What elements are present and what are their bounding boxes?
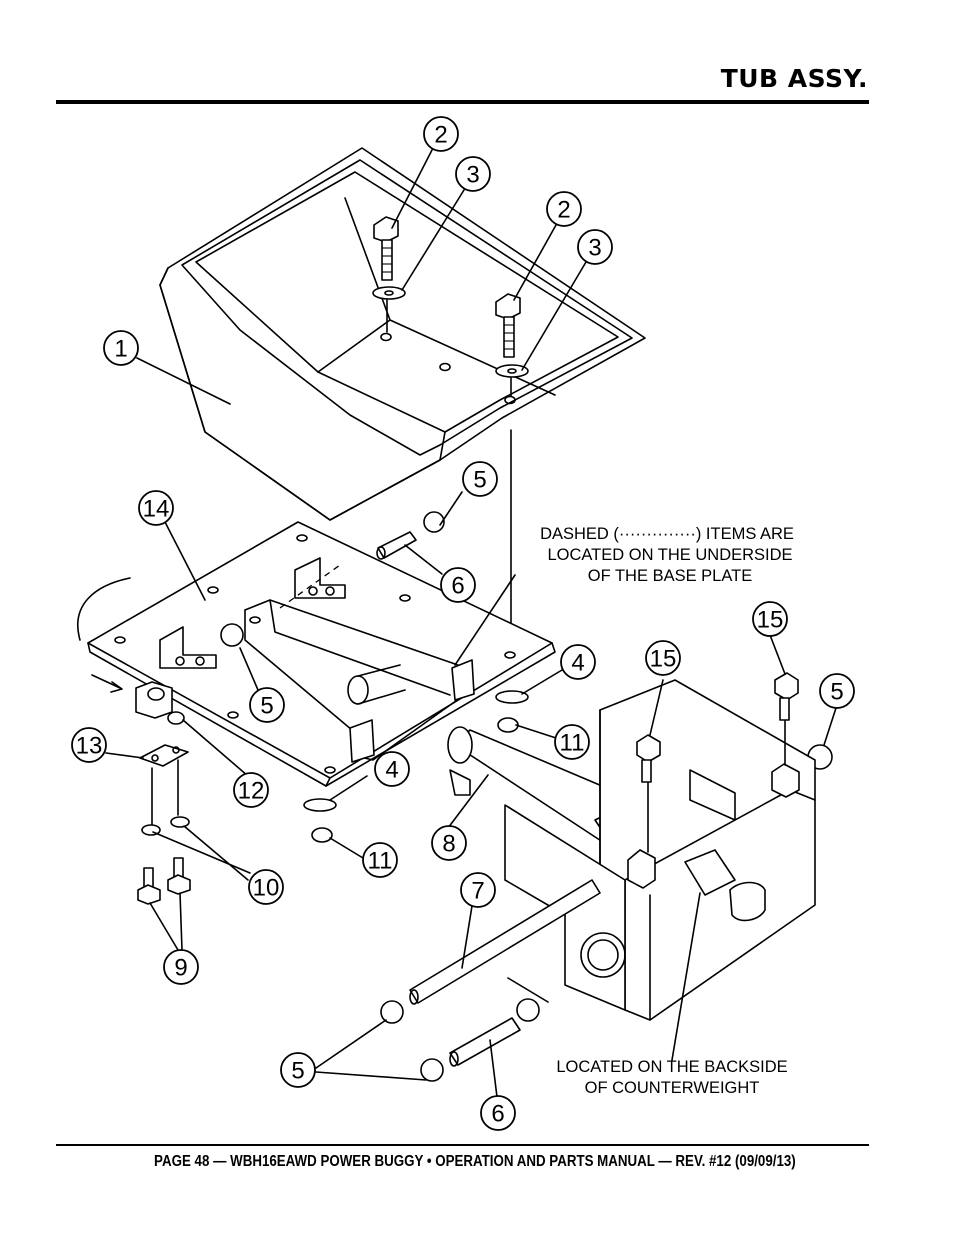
washer-4-right	[495, 690, 529, 704]
base-plate	[87, 521, 556, 787]
svg-text:15: 15	[757, 607, 784, 634]
svg-text:8: 8	[442, 831, 455, 858]
tub-bolt-left	[372, 216, 406, 333]
svg-text:1: 1	[114, 336, 127, 363]
callout-6b: 6	[480, 1095, 516, 1131]
svg-text:5: 5	[260, 693, 273, 720]
svg-text:6: 6	[451, 573, 464, 600]
callout-5d: 5	[280, 1052, 316, 1088]
washer-4-left	[303, 798, 337, 812]
callout-14: 14	[138, 490, 174, 526]
svg-text:2: 2	[557, 197, 570, 224]
callout-4a: 4	[560, 644, 596, 680]
clip-5-f	[516, 998, 540, 1022]
callout-8: 8	[431, 825, 467, 861]
callout-15a: 15	[645, 640, 681, 676]
callout-2a: 2	[423, 116, 459, 152]
footer-rule	[56, 1144, 869, 1146]
bolt-9b	[167, 857, 191, 895]
bolt-15a	[627, 734, 661, 889]
note-backside-line1: LOCATED ON THE BACKSIDE	[556, 1058, 787, 1076]
nut-11-right	[497, 717, 519, 733]
svg-text:3: 3	[588, 235, 601, 262]
svg-text:6: 6	[491, 1101, 504, 1128]
nut-12a	[147, 687, 165, 701]
counterweight	[504, 679, 816, 1021]
svg-text:13: 13	[76, 733, 103, 760]
pivot-frame	[244, 564, 475, 763]
svg-text:9: 9	[174, 955, 187, 982]
svg-text:5: 5	[291, 1058, 304, 1085]
callout-5a: 5	[462, 461, 498, 497]
callout-5b: 5	[249, 687, 285, 723]
callout-9: 9	[163, 949, 199, 985]
callout-15b: 15	[752, 601, 788, 637]
svg-text:7: 7	[471, 878, 484, 905]
svg-text:11: 11	[560, 730, 585, 757]
tub-bolt-right	[495, 293, 529, 397]
clip-5-b	[220, 623, 244, 647]
svg-text:5: 5	[473, 467, 486, 494]
svg-text:14: 14	[143, 496, 170, 523]
tub	[159, 147, 646, 521]
callout-3b: 3	[577, 229, 613, 265]
page-title: TUB ASSY.	[720, 64, 868, 93]
note-dashed-line3: OF THE BASE PLATE	[588, 567, 752, 585]
clip-5-d	[380, 1000, 404, 1024]
nut-11-left	[311, 827, 333, 843]
callout-4b: 4	[374, 751, 410, 787]
note-backside-line2: OF COUNTERWEIGHT	[585, 1079, 760, 1097]
svg-text:10: 10	[253, 875, 280, 902]
callout-11b: 11	[362, 842, 398, 878]
header-rule	[56, 100, 869, 104]
callout-5c: 5	[819, 673, 855, 709]
svg-text:4: 4	[385, 757, 398, 784]
washer-10b	[170, 816, 190, 828]
callout-11a: 11	[554, 724, 590, 760]
clip-5-e	[420, 1058, 444, 1082]
callout-6a: 6	[440, 567, 476, 603]
rod-7	[409, 879, 601, 1005]
svg-text:3: 3	[466, 162, 479, 189]
leader-lines	[105, 149, 837, 1098]
curved-arrow	[77, 577, 131, 641]
svg-text:4: 4	[571, 650, 584, 677]
pin-6-bottom	[449, 1017, 521, 1067]
callout-13: 13	[71, 727, 107, 763]
callout-12: 12	[233, 772, 269, 808]
callout-3a: 3	[455, 156, 491, 192]
clip-5-a	[423, 511, 445, 533]
callout-10: 10	[248, 869, 284, 905]
svg-text:12: 12	[238, 778, 265, 805]
svg-text:5: 5	[830, 679, 843, 706]
bolt-9a	[137, 867, 161, 905]
svg-text:11: 11	[368, 848, 393, 875]
callout-7: 7	[460, 872, 496, 908]
note-dashed-line2: LOCATED ON THE UNDERSIDE	[547, 546, 792, 564]
page-footer: PAGE 48 — WBH16EAWD POWER BUGGY • OPERAT…	[154, 1153, 796, 1170]
note-dashed-line1: DASHED (··············) ITEMS ARE	[540, 525, 794, 543]
callout-2b: 2	[546, 191, 582, 227]
svg-text:15: 15	[650, 646, 677, 673]
callout-1: 1	[103, 330, 139, 366]
nut-12b	[167, 711, 185, 725]
pin-6-top	[376, 531, 417, 560]
svg-text:2: 2	[434, 122, 447, 149]
bolt-15b	[771, 672, 800, 798]
